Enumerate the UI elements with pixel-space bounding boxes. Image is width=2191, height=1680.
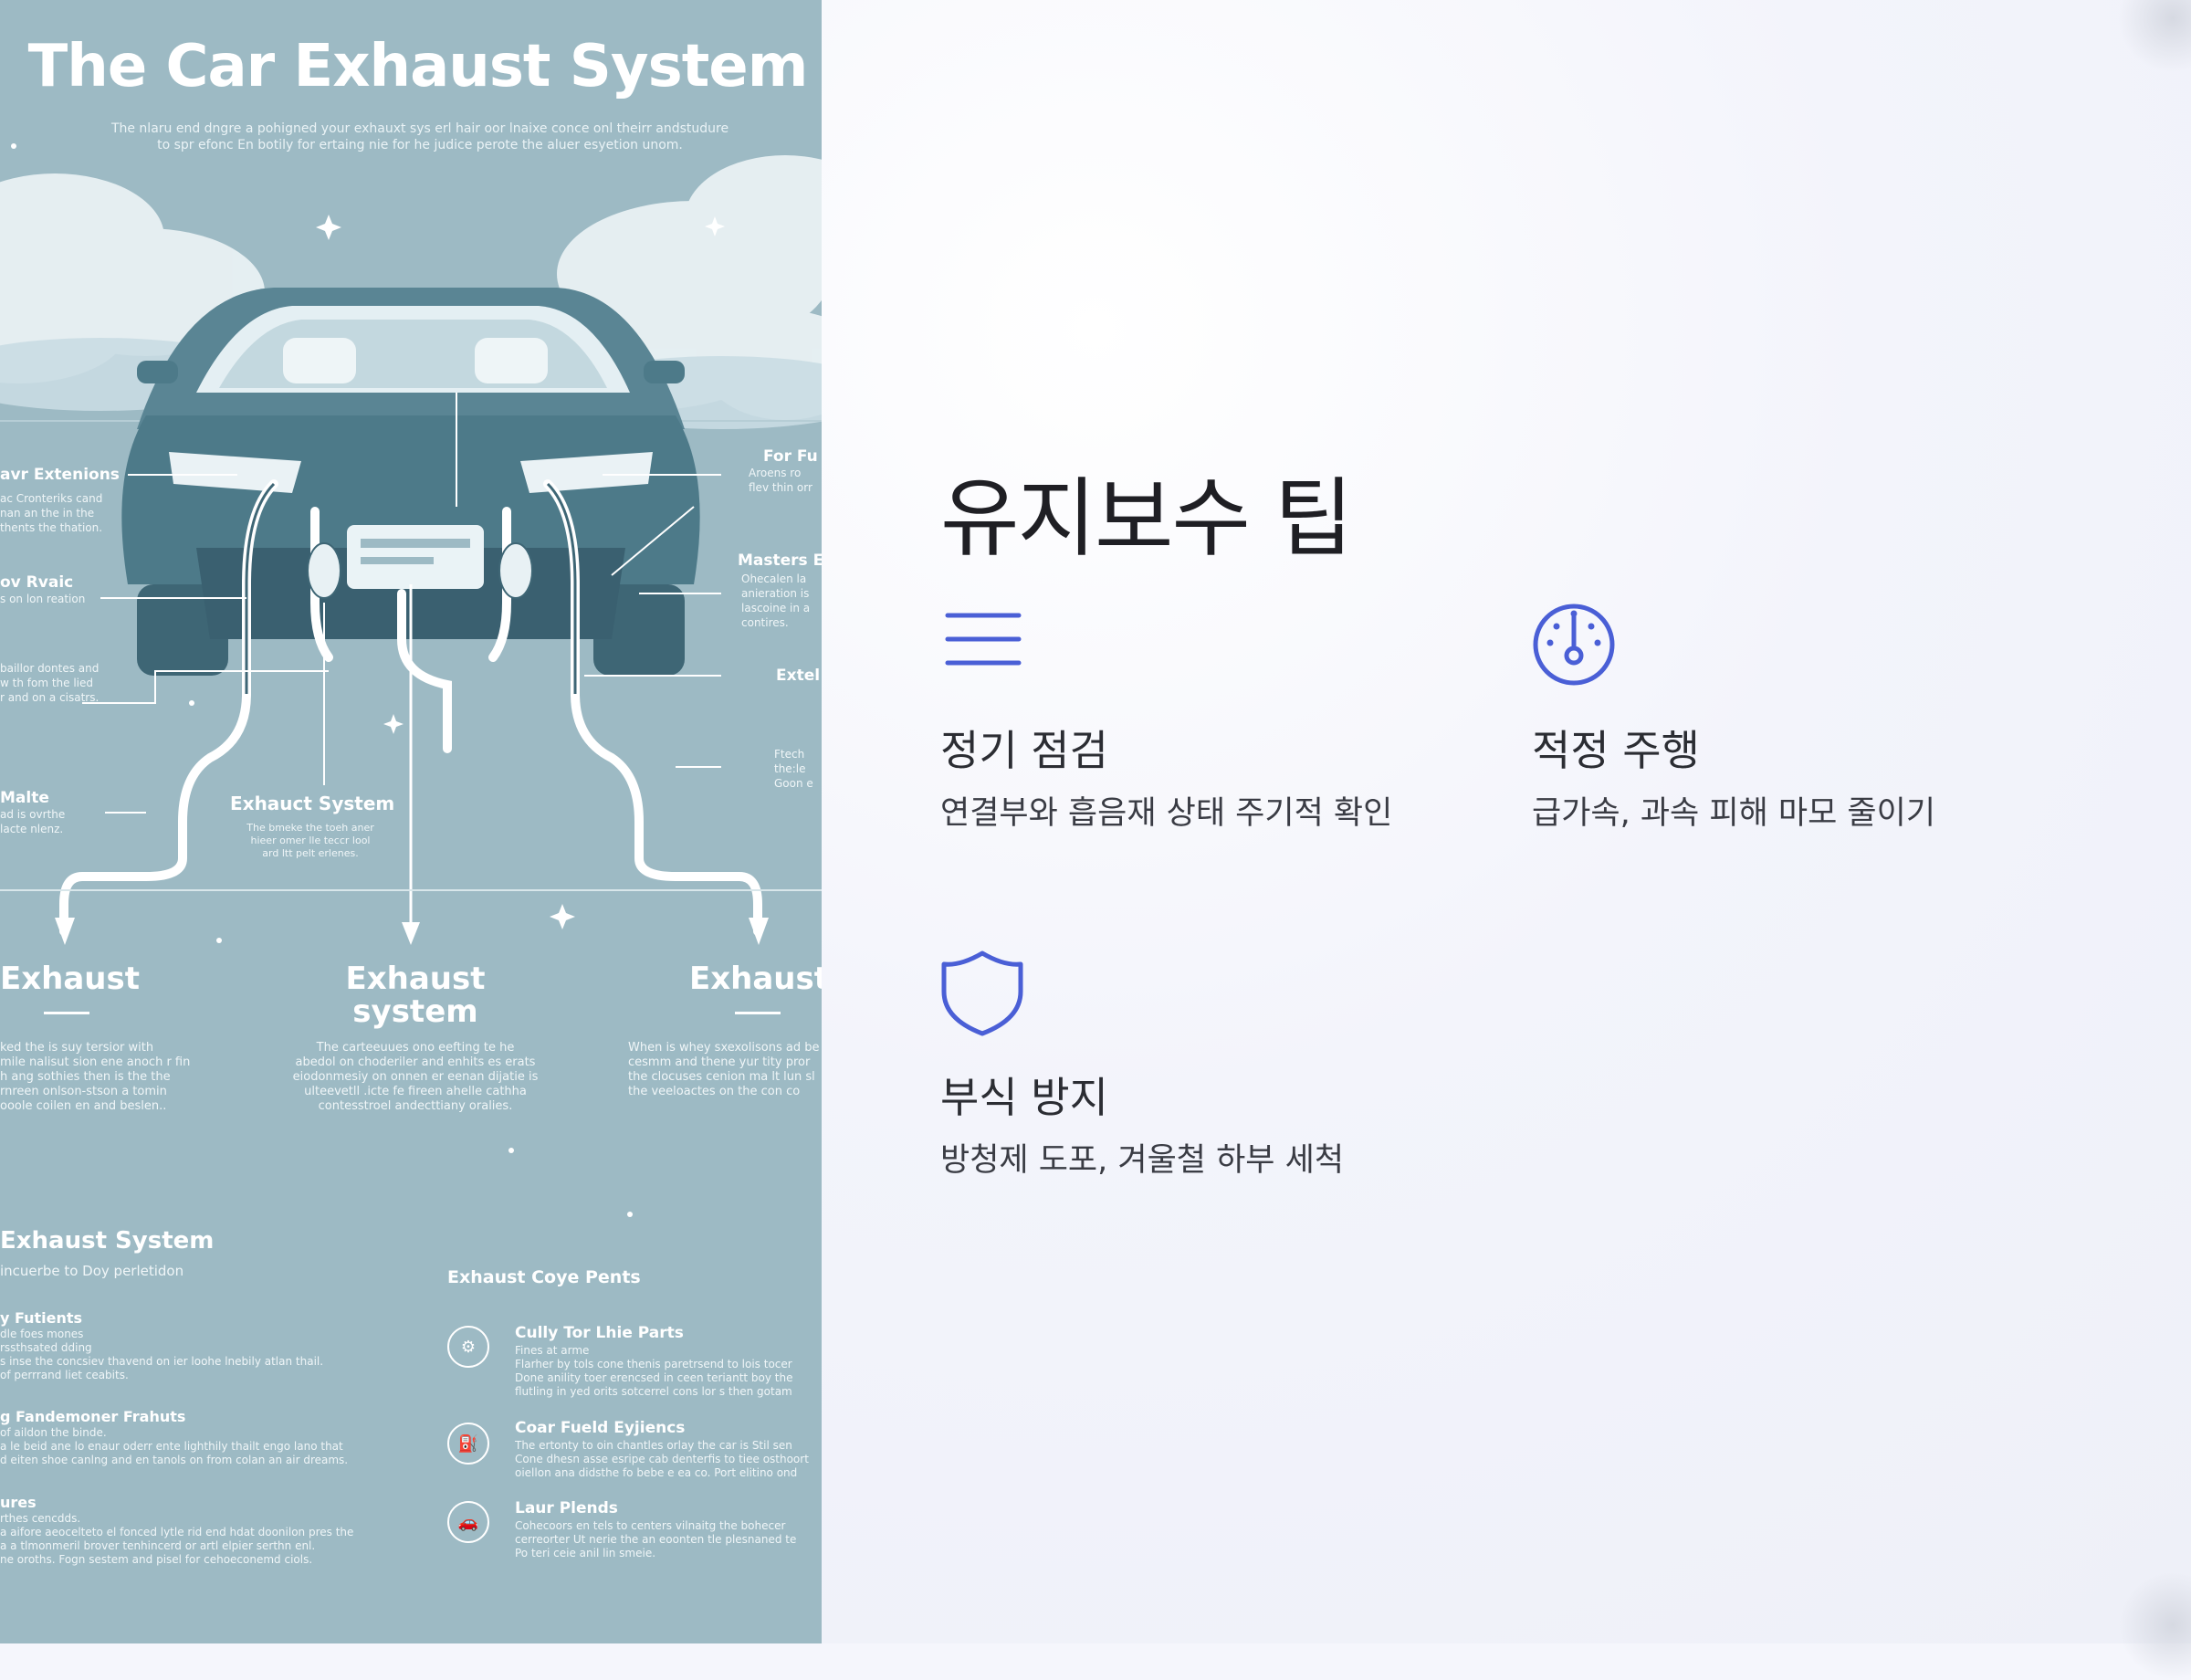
label-exhaust-system-center: Exhauct System [230, 793, 395, 814]
label-for-fu: For Fu [763, 447, 818, 466]
label-extensions: avr Extenions [0, 466, 120, 484]
label-malte: Malte [0, 789, 49, 807]
heading-exhaust-right: Exhaust [689, 961, 822, 997]
tip-title: 부식 방지 [940, 1073, 1108, 1122]
tip-title: 정기 점검 [940, 726, 1108, 775]
heading-exhaust-system-center: Exhaust system [345, 961, 486, 1030]
section-item-text: Cohecoors en tels to centers vilnaitg th… [515, 1519, 797, 1559]
section-item-title: Coar Fueld Eyjiencs [515, 1419, 686, 1437]
heading-exhaust-left: Exhaust [0, 961, 140, 997]
section-item-title: Cully Tor Lhie Parts [515, 1324, 684, 1342]
tip-description: 급가속, 과속 피해 마모 줄이기 [1532, 795, 1936, 832]
section-item-title: ures [0, 1494, 37, 1511]
poster-subtitle: The nlaru end dngre a pohigned your exha… [64, 121, 776, 153]
label-masters: Masters E [738, 551, 822, 570]
label-rvaic: ov Rvaic [0, 573, 74, 592]
tip-description: 연결부와 흡음재 상태 주기적 확인 [940, 795, 1393, 832]
divider [44, 1012, 89, 1014]
poster-subtitle-line: The nlaru end dngre a pohigned your exha… [110, 121, 729, 136]
tip-description: 방청제 도포, 겨울철 하부 세척 [940, 1142, 1345, 1179]
section-item-text: The ertonty to oin chantles orlay the ca… [515, 1439, 809, 1479]
car-icon: 🚗 [447, 1501, 489, 1543]
section-core-parts-title: Exhaust Coye Pents [447, 1267, 641, 1287]
section-exhaust-system-sub: incuerbe to Doy perletidon [0, 1264, 184, 1278]
exhaust-infographic: The Car Exhaust System The nlaru end dng… [0, 0, 822, 1643]
gauge-icon [1533, 604, 1615, 686]
tip-title: 적정 주행 [1532, 726, 1700, 775]
poster-subtitle-line: to spr efonc En botily for ertaing nie f… [157, 138, 683, 152]
menu-lines-icon [945, 613, 1022, 666]
corner-shade [2118, 0, 2191, 73]
section-item-text: of aildon the binde.a le beid ane lo ena… [0, 1426, 349, 1466]
label-extel: Extel [776, 667, 821, 685]
section-exhaust-system-title: Exhaust System [0, 1227, 215, 1255]
section-item-title: g Fandemoner Frahuts [0, 1408, 186, 1425]
divider [735, 1012, 781, 1014]
poster-title: The Car Exhaust System [27, 33, 809, 100]
shield-icon [941, 950, 1023, 1036]
corner-shade [2118, 1570, 2191, 1680]
label-rvaic-text: s on lon reation [0, 593, 86, 605]
fuel-icon: ⛽ [447, 1423, 489, 1465]
infographic-illustration [0, 143, 822, 1217]
section-item-text: rthes cencdds.a aifore aeocelteto el fon… [0, 1512, 354, 1566]
section-item-title: Laur Plends [515, 1499, 618, 1517]
content-panel: 유지보수 팁 정기 점검 연결부와 흡음재 상태 주기적 확인 [822, 0, 2191, 1680]
section-item-title: y Futients [0, 1309, 83, 1327]
page-title: 유지보수 팁 [940, 469, 1353, 569]
parts-icon: ⚙ [447, 1326, 489, 1368]
